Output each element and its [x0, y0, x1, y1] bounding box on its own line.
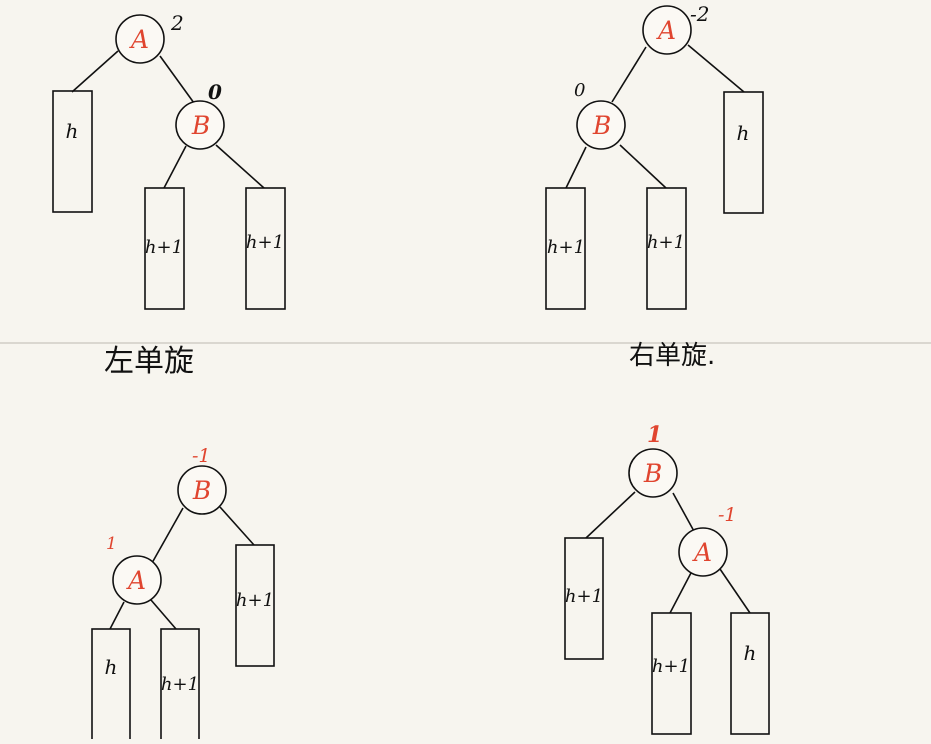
- node-b-balance: 0: [208, 80, 222, 104]
- node-b-label: B: [643, 459, 662, 488]
- subtree-box-b-left: [564, 537, 604, 660]
- subtree-box-b-right: [235, 544, 275, 667]
- subtree-right-label: h: [737, 121, 750, 145]
- subtree-b-right-label: h+1: [246, 232, 284, 253]
- subtree-box-a-right: [730, 612, 770, 735]
- node-b-label: B: [592, 111, 611, 140]
- node-a-label: A: [129, 25, 149, 54]
- node-a-balance: -2: [690, 2, 709, 26]
- subtree-box-left: [52, 90, 93, 213]
- subtree-box-b-left: [144, 187, 185, 310]
- subtree-box-b-right: [646, 187, 687, 310]
- node-b-balance: -1: [192, 445, 211, 467]
- subtree-a-left-label: h: [105, 655, 118, 679]
- subtree-box-right: [723, 91, 764, 214]
- node-a-circle: [112, 555, 162, 605]
- subtree-box-a-right: [160, 628, 200, 744]
- caption-left-rotation: 左单旋: [104, 344, 194, 379]
- node-b-circle: [175, 100, 225, 150]
- subtree-box-b-left: [545, 187, 586, 310]
- node-b-circle: [628, 448, 678, 498]
- node-a-balance: -1: [718, 504, 737, 526]
- node-a-label: A: [692, 538, 712, 567]
- node-b-balance: 1: [647, 422, 662, 448]
- caption-right-rotation: 右单旋.: [629, 341, 715, 371]
- node-b-label: B: [191, 111, 210, 140]
- diagram-right-rotation-before: [545, 5, 764, 310]
- node-b-circle: [177, 465, 227, 515]
- subtree-a-right-label: h: [744, 641, 757, 665]
- node-b-balance: 0: [574, 80, 585, 101]
- subtree-b-right-label: h+1: [647, 232, 685, 253]
- subtree-b-left-label: h+1: [547, 237, 585, 258]
- subtree-a-left-label: h+1: [652, 656, 690, 677]
- subtree-box-a-left: [91, 628, 131, 744]
- node-a-circle: [678, 527, 728, 577]
- subtree-a-right-label: h+1: [161, 674, 199, 695]
- node-a-label: A: [126, 566, 146, 595]
- subtree-left-label: h: [66, 119, 79, 143]
- diagram-left-rotation-after: [91, 465, 275, 744]
- subtree-b-left-label: h+1: [145, 237, 183, 258]
- diagram-left-rotation-before: [52, 14, 286, 310]
- subtree-b-right-label: h+1: [236, 590, 274, 611]
- subtree-b-left-label: h+1: [565, 586, 603, 607]
- node-a-balance: 1: [106, 534, 117, 554]
- node-a-label: A: [656, 16, 676, 45]
- subtree-box-b-right: [245, 187, 286, 310]
- node-a-circle: [642, 5, 692, 55]
- subtree-box-a-left: [651, 612, 692, 735]
- node-a-circle: [115, 14, 165, 64]
- node-a-balance: 2: [170, 11, 184, 35]
- node-b-circle: [576, 100, 626, 150]
- node-b-label: B: [192, 476, 211, 505]
- diagram-right-rotation-after: [564, 448, 770, 735]
